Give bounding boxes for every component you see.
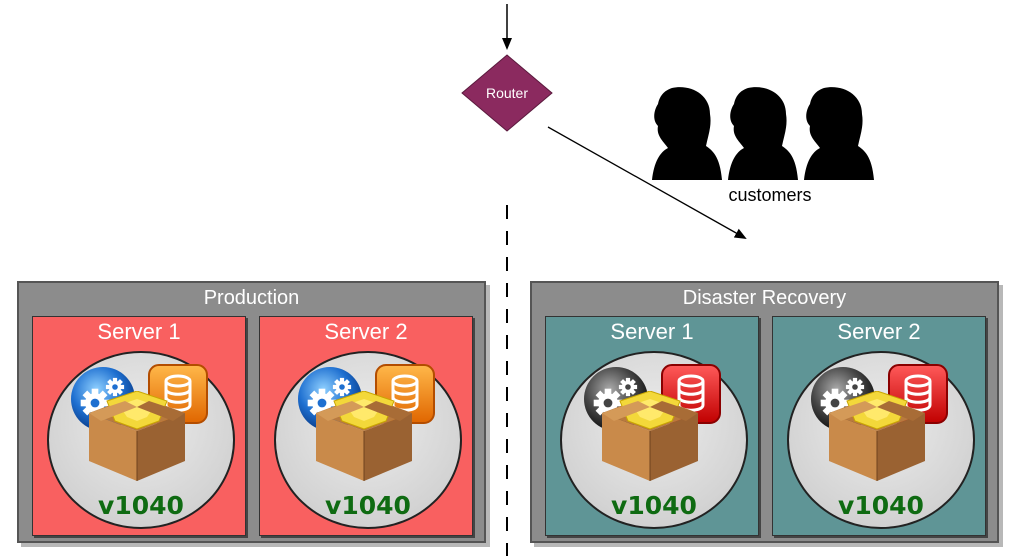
disaster-recovery-environment: Disaster Recovery Server 1 v1040 Server … xyxy=(530,281,999,543)
production-server-1: Server 1 v1040 xyxy=(32,316,246,536)
app-disk: v1040 xyxy=(47,351,235,529)
package-box-icon xyxy=(315,391,413,482)
production-server-2: Server 2 v1040 xyxy=(259,316,473,536)
production-environment: Production Server 1 v1040 Server 2 xyxy=(17,281,486,543)
version-label: v1040 xyxy=(611,491,697,520)
server-title: Server 2 xyxy=(837,319,921,344)
dr-server-1: Server 1 v1040 xyxy=(545,316,759,536)
customers-label: customers xyxy=(728,185,812,205)
version-label: v1040 xyxy=(325,491,411,520)
environment-title: Disaster Recovery xyxy=(682,287,847,309)
person-silhouette-icon xyxy=(804,87,874,180)
version-label: v1040 xyxy=(838,491,924,520)
version-label: v1040 xyxy=(98,491,184,520)
app-disk: v1040 xyxy=(274,351,462,529)
person-silhouette-icon xyxy=(728,87,798,180)
package-box-icon xyxy=(601,391,699,482)
server-title: Server 1 xyxy=(610,319,694,344)
customers-group xyxy=(652,87,874,180)
package-box-icon xyxy=(828,391,926,482)
environment-title: Production xyxy=(203,287,300,309)
router-label: Router xyxy=(485,85,529,101)
server-title: Server 1 xyxy=(97,319,181,344)
app-disk: v1040 xyxy=(787,351,975,529)
server-title: Server 2 xyxy=(324,319,408,344)
person-silhouette-icon xyxy=(652,87,722,180)
package-box-icon xyxy=(88,391,186,482)
app-disk: v1040 xyxy=(560,351,748,529)
dr-server-2: Server 2 v1040 xyxy=(772,316,986,536)
